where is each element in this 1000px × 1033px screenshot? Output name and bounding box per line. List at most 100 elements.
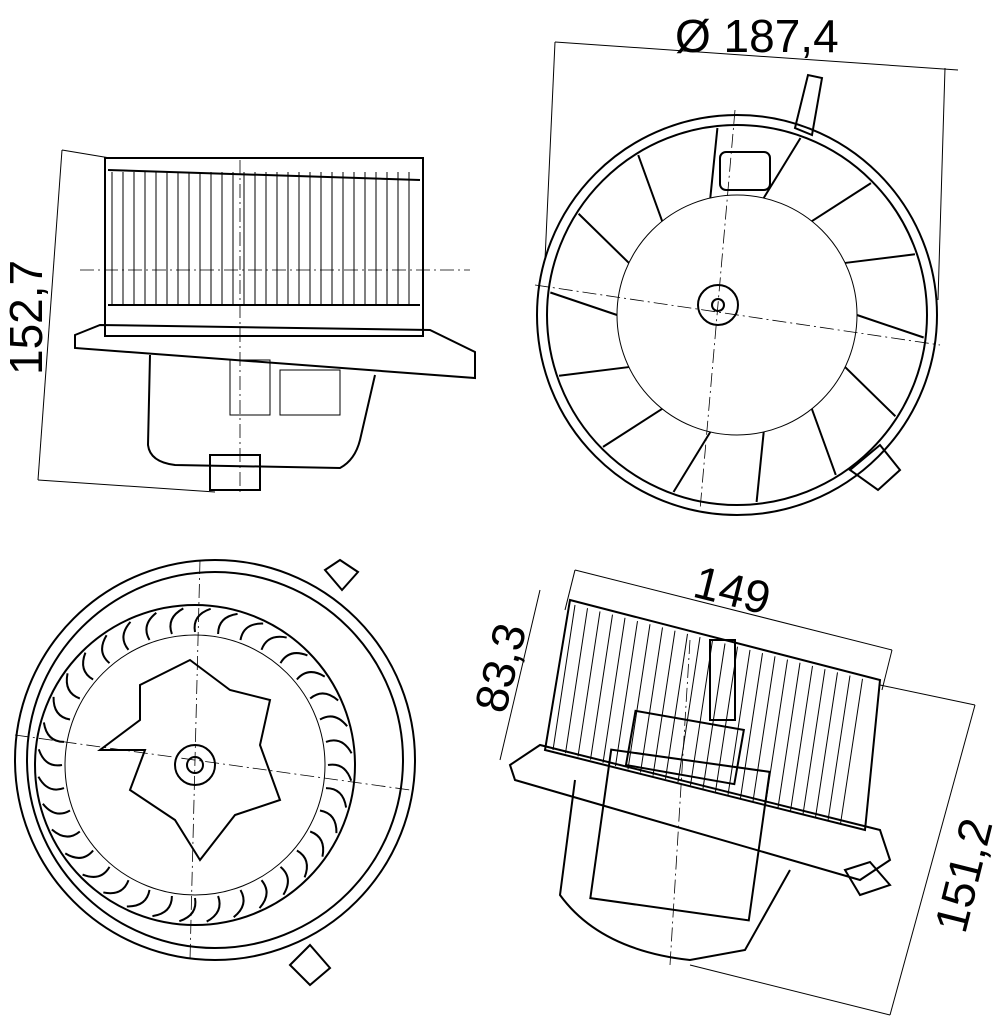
blade-line <box>856 314 924 339</box>
blade-line <box>169 607 184 635</box>
blade-line <box>65 673 81 700</box>
connector-tab <box>709 639 736 721</box>
dimension-label-152-7: 152,7 <box>0 260 52 375</box>
blade-line <box>590 614 613 760</box>
blade-line <box>827 675 851 821</box>
blade-line <box>37 748 63 767</box>
blade-line <box>790 665 813 812</box>
blade-line <box>64 849 94 859</box>
blade-line <box>101 634 111 664</box>
blade-line <box>279 866 289 896</box>
blade-line <box>258 879 268 909</box>
blade-line <box>193 607 212 633</box>
blade-line <box>51 828 81 838</box>
blade-line <box>37 776 65 791</box>
dimension-label-187-4: Ø 187,4 <box>675 10 839 62</box>
blade-line <box>577 611 601 757</box>
blade-line <box>233 889 245 918</box>
tab-bottom-bottom-view <box>288 943 332 987</box>
blade-line <box>178 897 197 923</box>
blade-line <box>752 656 776 802</box>
dimension-line-152-7 <box>37 149 63 481</box>
blade-line <box>82 866 111 878</box>
blade-line <box>627 624 651 770</box>
blade-line <box>325 787 348 808</box>
bottom-view-bottom-left <box>14 558 416 987</box>
blade-line <box>296 671 326 681</box>
blade-line <box>810 408 837 476</box>
clip <box>843 860 892 897</box>
blade-line <box>325 739 353 754</box>
blade-line <box>802 669 826 815</box>
dimension-label-149: 149 <box>689 555 776 624</box>
blade-line <box>762 137 802 199</box>
blade-line <box>577 213 630 264</box>
blade-line <box>82 652 94 681</box>
fan-wheel-angled <box>543 598 882 832</box>
blade-line <box>145 612 157 641</box>
tab-top <box>793 73 824 137</box>
blade-line <box>319 809 338 834</box>
blade-line <box>103 879 130 895</box>
blade-line <box>309 692 339 702</box>
blade-line <box>709 127 719 199</box>
dimension-line-149 <box>574 569 893 651</box>
top-view-top-right <box>534 41 959 516</box>
blade-line <box>296 849 308 878</box>
blade-line <box>615 620 638 767</box>
blade-line <box>702 643 726 789</box>
blade-line <box>279 652 308 664</box>
tab-bottom <box>848 443 902 492</box>
connector-block <box>624 709 746 786</box>
blade-line <box>652 630 676 776</box>
blade-line <box>815 672 838 818</box>
blade-line <box>206 895 221 923</box>
blade-line <box>552 604 576 751</box>
blade-line <box>811 182 872 223</box>
blade-line <box>665 633 688 779</box>
blade-line <box>640 627 663 773</box>
blade-line <box>677 637 701 783</box>
blade-line <box>727 649 751 795</box>
blade-line <box>755 431 765 503</box>
housing-outer-circle-bottom <box>14 559 416 961</box>
fan-wheel-circle <box>34 604 356 926</box>
side-view-top-left <box>37 149 476 495</box>
blade-line <box>777 662 801 808</box>
blade-line <box>309 830 325 857</box>
fan-wheel-side <box>104 157 424 337</box>
motor-housing-angled <box>558 779 791 962</box>
blade-line <box>42 803 71 815</box>
blade-line <box>126 889 151 908</box>
fan-blades <box>111 172 410 305</box>
blade-line <box>637 154 664 222</box>
blade-line <box>52 696 71 721</box>
blade-line <box>327 763 353 782</box>
blade-line <box>740 653 763 799</box>
dimension-line-83-3 <box>499 589 541 761</box>
blade-line <box>122 621 132 651</box>
motor-star-mount <box>97 658 282 862</box>
dimension-line-151-2 <box>889 704 976 1016</box>
blade-line <box>152 895 173 918</box>
blade-line <box>565 608 588 754</box>
mounting-flange <box>74 323 476 380</box>
blade-line <box>550 291 618 316</box>
blade-line <box>844 366 897 417</box>
blade-line <box>217 612 238 635</box>
fan-blades-angled <box>552 604 863 824</box>
blade-line <box>260 635 287 651</box>
blade-line <box>558 366 630 377</box>
blade-line <box>42 722 65 743</box>
motor-housing <box>146 354 376 470</box>
fan-blades-top <box>550 127 924 503</box>
blade-line <box>239 622 264 641</box>
motor-shaft-end <box>209 454 261 491</box>
dimension-label-151-2: 151,2 <box>924 813 1000 937</box>
dimension-label-83-3: 83,3 <box>464 618 536 717</box>
curved-fan-blades <box>37 607 353 923</box>
blade-line <box>602 407 663 448</box>
housing-outer-circle <box>536 114 938 516</box>
blade-line <box>840 678 863 824</box>
